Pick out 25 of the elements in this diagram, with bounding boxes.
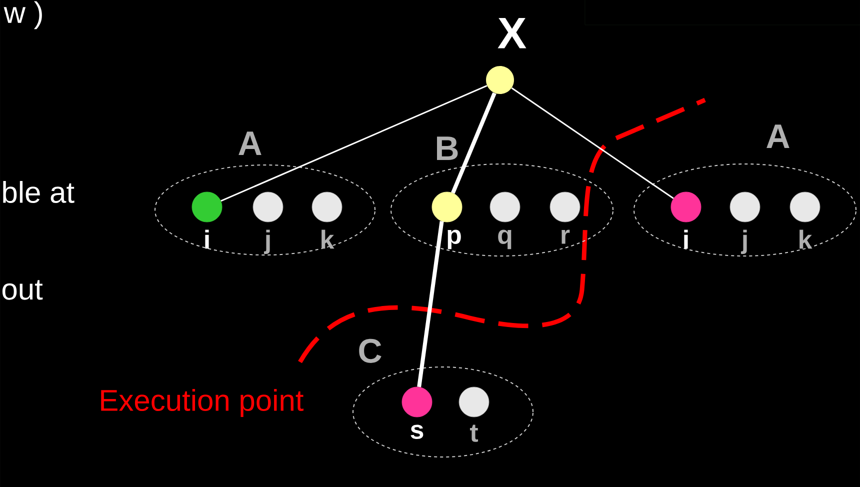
- node-label: k: [800, 230, 812, 249]
- node-label: s: [410, 424, 424, 439]
- cut-text: ble at: [3, 180, 74, 204]
- cut-text: w ): [4, 1, 42, 30]
- node-label: B: [437, 136, 458, 160]
- cut-text: out: [2, 280, 43, 300]
- node-label: i: [684, 230, 688, 249]
- node-label: p: [448, 230, 461, 250]
- tree-line: [220, 84, 488, 202]
- node-label: i: [205, 230, 209, 249]
- node-label: X: [498, 18, 526, 48]
- tree-line: [451, 92, 496, 194]
- node-label: A: [766, 124, 790, 148]
- node-label: q: [498, 230, 512, 250]
- tree-line: [417, 221, 444, 388]
- node-label: k: [322, 230, 334, 249]
- node-label: r: [562, 230, 570, 244]
- root-node: X: [486, 18, 526, 94]
- node-label: A: [238, 132, 262, 155]
- node-label: t: [470, 424, 478, 442]
- execution-point-label: Execution point: [101, 389, 304, 417]
- tree-line: [511, 87, 674, 200]
- node-label: C: [359, 338, 382, 363]
- node-label: j: [740, 230, 747, 254]
- node-label: j: [264, 230, 270, 254]
